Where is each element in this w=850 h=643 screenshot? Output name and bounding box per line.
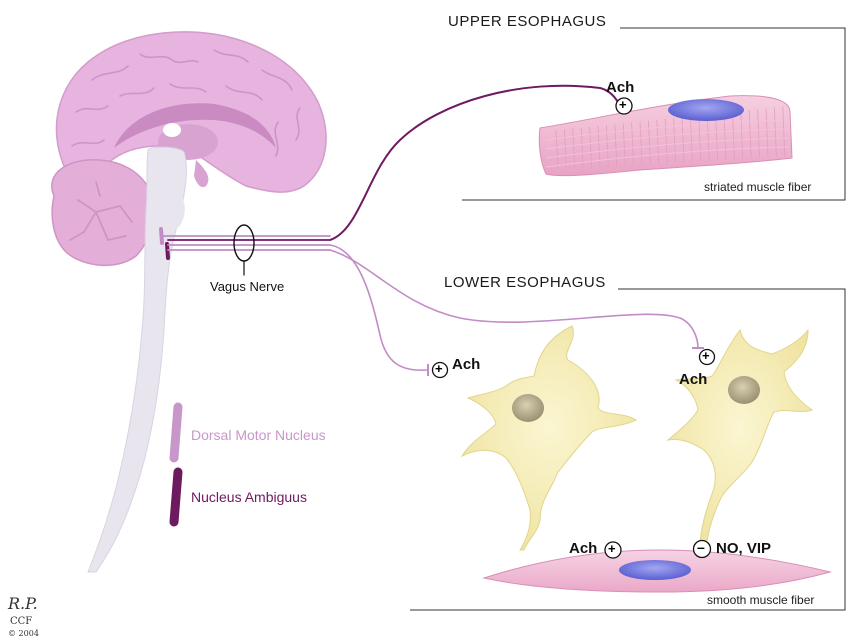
striated-muscle-fiber <box>538 95 793 177</box>
signature-initials: R.P. <box>8 594 38 613</box>
lower-section-title: LOWER ESOPHAGUS <box>444 274 606 291</box>
lower-right-ach-label: Ach <box>679 371 708 388</box>
smooth-ach-plus-sign <box>604 541 622 559</box>
fiber-line <box>545 128 791 150</box>
lower-right-ach-plus-sign <box>698 348 716 366</box>
striation-line <box>690 116 693 162</box>
striation-line <box>580 127 584 168</box>
cerebellum <box>51 159 154 267</box>
smooth-muscle-fiber <box>482 549 832 593</box>
striation-line <box>673 118 676 163</box>
striation-line <box>555 130 559 170</box>
inhibitory-transmitter-label: NO, VIP <box>716 540 772 557</box>
striation-line <box>732 111 735 160</box>
signature-year: © 2004 <box>8 629 39 638</box>
upper-branch-fiber <box>329 84 625 241</box>
upper-ach-label: Ach <box>606 79 635 96</box>
striation-line <box>681 117 685 163</box>
lower-left-ach-label: Ach <box>452 356 481 373</box>
lower-right-branch-fiber <box>329 249 699 349</box>
legend-label-dorsal-motor-nucleus: Dorsal Motor Nucleus <box>191 427 326 443</box>
striation-line <box>774 107 777 157</box>
striation-line <box>706 114 710 161</box>
upper-section-frame <box>462 27 846 201</box>
vagus-nerve-label: Vagus Nerve <box>210 279 285 294</box>
lower-section-frame <box>410 288 846 611</box>
corpus-callosum <box>114 103 276 148</box>
striation-line <box>740 111 744 159</box>
neuron-right <box>666 328 814 549</box>
fiber-line <box>545 119 791 141</box>
vagus-nerve-bundle <box>162 224 331 276</box>
smooth-nucleus <box>619 560 691 580</box>
striation-line <box>715 113 718 161</box>
vagus-nerve-loop <box>233 224 255 262</box>
smooth-minus-sign <box>692 539 712 559</box>
brain <box>51 31 327 573</box>
upper-ach-plus-sign <box>615 97 633 115</box>
dorsal-motor-nucleus-marker <box>159 227 164 245</box>
smooth-minus-symbol: – <box>697 539 705 555</box>
striation-line <box>748 110 752 159</box>
striation-line <box>698 115 702 162</box>
upper-section-title: UPPER ESOPHAGUS <box>448 13 607 30</box>
striation-line <box>782 106 786 157</box>
striations <box>545 106 791 170</box>
striated-fiber-label: striated muscle fiber <box>704 180 812 194</box>
legend-swatch-nucleus-ambiguus <box>169 467 183 527</box>
fiber-line <box>545 137 791 159</box>
nucleus-ambiguus-marker <box>165 242 170 260</box>
striation-line <box>757 109 760 158</box>
smooth-plus-symbol: + <box>608 541 616 556</box>
striated-nucleus <box>668 99 744 121</box>
lower-left-branch-fiber <box>329 244 429 372</box>
fiber-line <box>545 146 791 168</box>
striation-line <box>572 128 576 169</box>
cerebellum-folia <box>69 181 133 241</box>
signature-org: CCF <box>10 616 33 627</box>
striation-line <box>589 126 592 168</box>
legend-swatch-dorsal-motor-nucleus <box>169 402 183 463</box>
striation-line <box>723 112 727 160</box>
striation-line <box>564 129 567 169</box>
lower-left-ach-plus-sign <box>431 361 449 379</box>
smooth-ach-label: Ach <box>569 540 598 557</box>
lower-right-plus-symbol: + <box>702 348 710 363</box>
legend-label-nucleus-ambiguus: Nucleus Ambiguus <box>191 489 307 505</box>
upper-plus-symbol: + <box>619 97 627 112</box>
striation-line <box>765 108 769 158</box>
smooth-fiber-label: smooth muscle fiber <box>707 593 815 607</box>
lower-left-plus-symbol: + <box>435 361 443 376</box>
neuron-left <box>460 325 637 551</box>
